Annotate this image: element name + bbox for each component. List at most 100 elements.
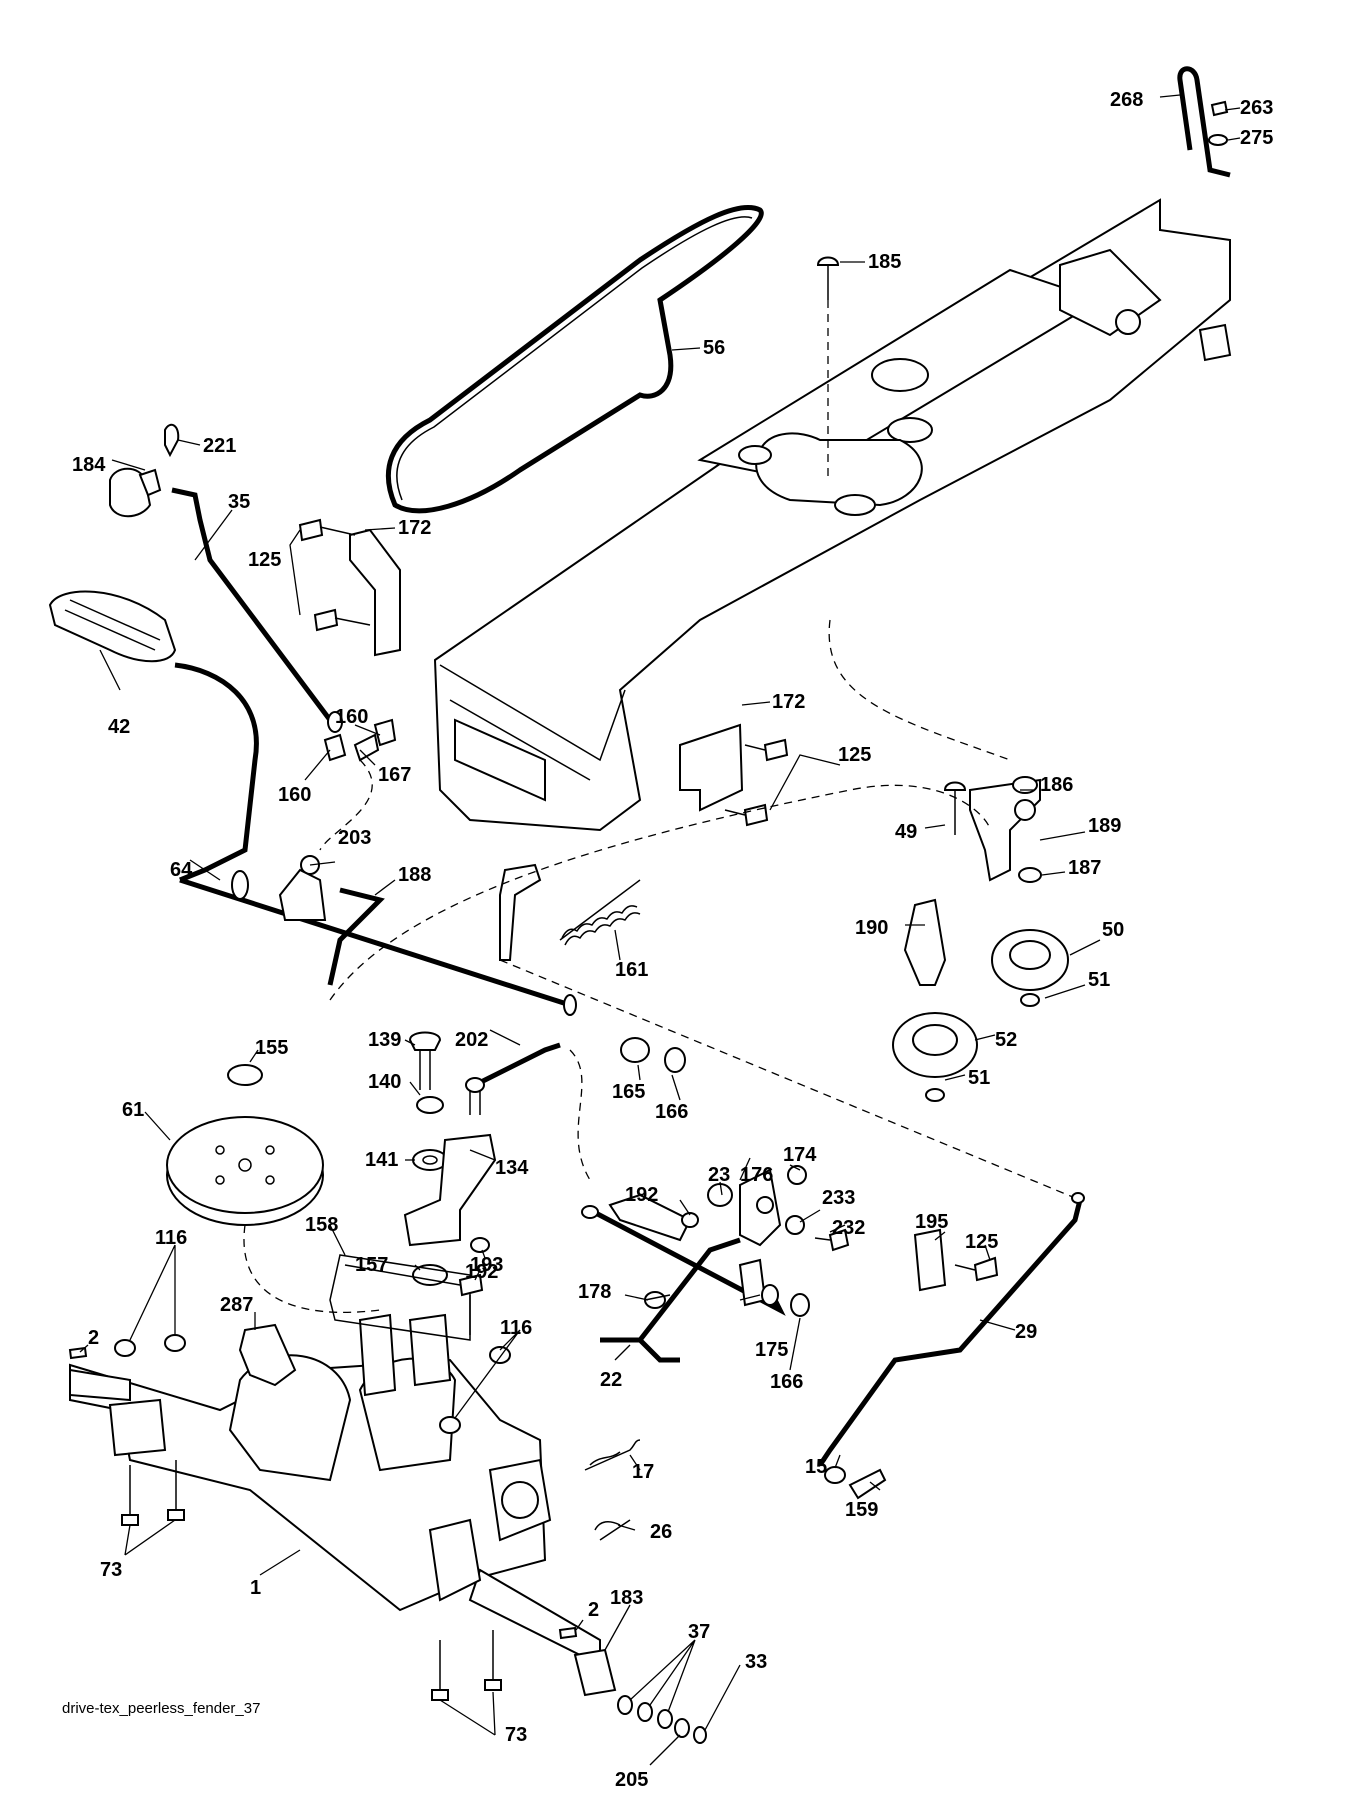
drive-belt-56 xyxy=(385,204,764,514)
washer-205 xyxy=(674,1718,690,1738)
callout-192-lower: 192 xyxy=(465,1261,499,1283)
callout-42: 42 xyxy=(108,716,131,738)
washer-187 xyxy=(1018,867,1042,883)
callout-185: 185 xyxy=(868,251,902,273)
callout-172-lower: 172 xyxy=(772,691,806,713)
washer-166b xyxy=(790,1293,810,1317)
callout-116-left: 116 xyxy=(155,1227,188,1249)
nut-51b xyxy=(925,1088,945,1102)
snap-ring-155 xyxy=(227,1064,263,1086)
callout-33: 33 xyxy=(745,1651,768,1673)
washer-166a xyxy=(664,1047,686,1073)
bolt-232 xyxy=(814,1228,850,1252)
bolt-193 xyxy=(458,1273,484,1335)
callout-166-upper: 166 xyxy=(655,1101,689,1123)
callout-175: 175 xyxy=(755,1339,789,1361)
callout-287: 287 xyxy=(220,1294,254,1316)
callout-23: 23 xyxy=(708,1164,731,1186)
transmission-1 xyxy=(69,1313,601,1667)
pedal-42 xyxy=(48,590,177,663)
callout-125-upper: 125 xyxy=(248,549,282,571)
pulley-50 xyxy=(991,929,1069,991)
spring-17 xyxy=(584,1439,641,1471)
dashed-alignment-idler xyxy=(828,619,1011,761)
callout-49: 49 xyxy=(895,821,918,843)
callout-167: 167 xyxy=(378,764,412,786)
spring-26 xyxy=(594,1519,631,1541)
callout-221: 221 xyxy=(203,435,237,457)
callout-172-upper: 172 xyxy=(398,517,432,539)
callout-193: 193 xyxy=(470,1254,504,1276)
idler-bracket-189 xyxy=(969,776,1041,882)
callout-125-lower: 125 xyxy=(838,744,872,766)
nut-192a xyxy=(681,1212,699,1228)
callout-160-lower: 160 xyxy=(278,784,312,806)
callout-141: 141 xyxy=(365,1149,399,1171)
callout-205: 205 xyxy=(615,1769,649,1791)
callout-37: 37 xyxy=(688,1621,711,1643)
nut-51a xyxy=(1020,993,1040,1007)
callout-161: 161 xyxy=(615,959,649,981)
callout-51-lower: 51 xyxy=(968,1067,991,1089)
callout-202: 202 xyxy=(455,1029,489,1051)
callout-35: 35 xyxy=(228,491,251,513)
bracket-172-lower xyxy=(679,723,744,812)
bracket-172-upper xyxy=(349,528,401,657)
callout-139: 139 xyxy=(368,1029,402,1051)
washer-140 xyxy=(416,1096,444,1114)
callout-165: 165 xyxy=(612,1081,646,1103)
callout-275: 275 xyxy=(1240,127,1274,149)
bolt-49 xyxy=(943,781,967,835)
callout-51-upper: 51 xyxy=(1088,969,1111,991)
pedal-rod-64 xyxy=(174,662,577,1016)
callout-50: 50 xyxy=(1102,919,1125,941)
callout-2-right: 2 xyxy=(588,1599,600,1621)
rod-29 xyxy=(817,1192,1085,1467)
washers-37 xyxy=(617,1695,673,1729)
clip-174 xyxy=(787,1165,807,1185)
callout-174: 174 xyxy=(783,1144,817,1166)
dashed-alignment-rod xyxy=(499,959,1081,1201)
callout-157: 157 xyxy=(355,1254,389,1276)
callout-263: 263 xyxy=(1240,97,1274,119)
spring-178 xyxy=(644,1291,671,1309)
callout-178: 178 xyxy=(578,1281,612,1303)
cross-shaft xyxy=(499,863,542,961)
bolts-73 xyxy=(121,1460,502,1701)
callout-26: 26 xyxy=(650,1521,673,1543)
diagram-caption: drive-tex_peerless_fender_37 xyxy=(62,1700,261,1717)
clip-33 xyxy=(693,1726,707,1744)
pulley-52 xyxy=(892,1012,978,1078)
callout-232: 232 xyxy=(832,1217,866,1239)
callout-268: 268 xyxy=(1110,89,1144,111)
callout-64: 64 xyxy=(170,859,193,881)
clips-160-167 xyxy=(319,718,397,851)
callout-159: 159 xyxy=(845,1499,879,1521)
spacer-183 xyxy=(573,1648,617,1697)
callout-186: 186 xyxy=(1040,774,1074,796)
callout-56: 56 xyxy=(703,337,726,359)
keys-2 xyxy=(68,1346,578,1640)
knob-184 xyxy=(109,467,162,518)
callout-17: 17 xyxy=(632,1461,655,1483)
callout-52: 52 xyxy=(995,1029,1018,1051)
nut-192b xyxy=(470,1237,490,1253)
bracket-195 xyxy=(913,1228,947,1292)
washer-233 xyxy=(785,1215,805,1235)
lift-rod-35 xyxy=(171,487,343,733)
washer-15 xyxy=(824,1466,846,1484)
clip-159 xyxy=(848,1468,887,1500)
clip-221 xyxy=(164,423,180,458)
callout-160-upper: 160 xyxy=(335,706,369,728)
callout-22: 22 xyxy=(600,1369,623,1391)
callout-190: 190 xyxy=(855,917,889,939)
callout-166-lower: 166 xyxy=(770,1371,804,1393)
bracket-190 xyxy=(903,898,947,986)
callout-189: 189 xyxy=(1088,815,1122,837)
callout-73-right: 73 xyxy=(505,1724,528,1746)
callout-192-upper: 192 xyxy=(625,1184,659,1206)
bolt-185 xyxy=(816,256,840,480)
shaft-175 xyxy=(738,1258,779,1307)
leader-lines xyxy=(79,94,1241,1766)
